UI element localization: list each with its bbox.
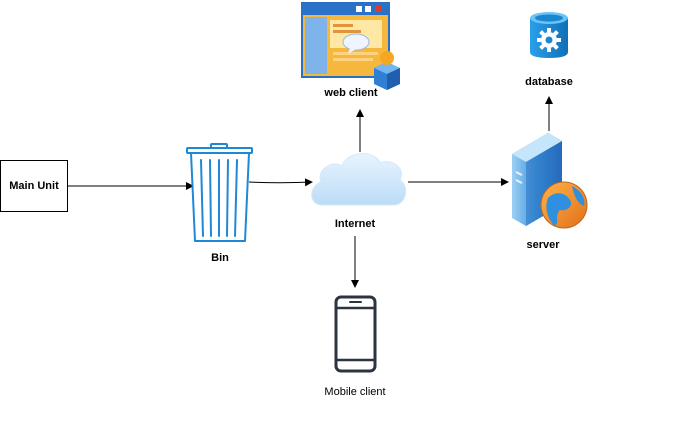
web-client-node[interactable]: web client — [301, 2, 400, 99]
edge-bin-to-internet — [248, 178, 313, 187]
database-node[interactable]: database — [525, 12, 573, 88]
internet-label: Internet — [335, 218, 376, 230]
main-unit-label: Main Unit — [9, 180, 59, 192]
browser-window-icon — [301, 2, 390, 78]
edges — [68, 96, 553, 288]
globe-icon — [540, 181, 588, 229]
mobile-phone-icon — [334, 295, 377, 373]
server-label: server — [526, 239, 560, 251]
bin-node[interactable]: Bin — [186, 143, 253, 264]
internet-node[interactable]: Internet — [311, 153, 407, 230]
bin-label: Bin — [211, 252, 229, 264]
main-unit-box — [0, 160, 68, 212]
web-client-label: web client — [323, 87, 378, 99]
database-label: database — [525, 76, 573, 88]
cloud-icon — [311, 153, 407, 206]
mobile-client-label: Mobile client — [324, 386, 385, 398]
main-unit-node[interactable]: Main Unit — [0, 160, 68, 212]
trash-bin-icon — [186, 143, 253, 242]
mobile-client-node[interactable]: Mobile client — [324, 295, 386, 398]
server-node[interactable]: server — [512, 133, 588, 251]
user-icon — [374, 51, 400, 90]
gear-icon — [537, 28, 561, 52]
